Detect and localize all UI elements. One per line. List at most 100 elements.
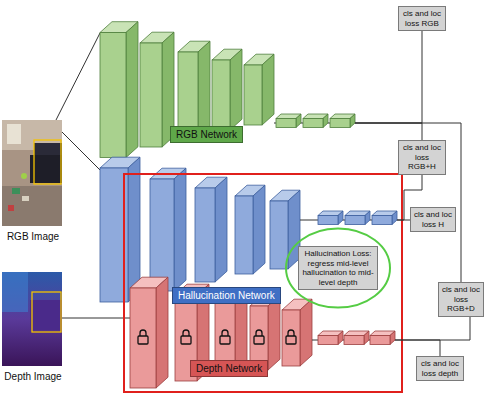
- conv-layer: [150, 168, 186, 291]
- fc-layer: [318, 331, 343, 345]
- image-caption: Depth Image: [2, 370, 64, 383]
- bounding-box: [34, 140, 61, 184]
- layer-side-face: [364, 331, 369, 345]
- hallucination-loss-box: Hallucination Loss: regress mid-level ha…: [298, 246, 378, 290]
- layer-side-face: [230, 49, 242, 130]
- photo-floor: [2, 186, 62, 226]
- conv-layer: [250, 295, 280, 370]
- layer-side-face: [338, 331, 343, 345]
- lock-shackle: [288, 330, 294, 336]
- layer-link: [300, 220, 318, 221]
- photo-sofa-back: [34, 143, 62, 157]
- layer-side-face: [296, 114, 301, 128]
- layer-front-face: [270, 201, 288, 269]
- loss-text: cls and loc loss RGB+H: [401, 143, 443, 172]
- layer-side-face: [126, 22, 138, 158]
- conv-layer: [244, 54, 274, 125]
- layer-side-face: [268, 295, 280, 370]
- layer-front-face: [244, 65, 262, 125]
- conv-layer: [212, 49, 242, 130]
- layer-front-face: [140, 43, 162, 147]
- loss-text: cls and loc loss RGB: [401, 9, 443, 28]
- layer-front-face: [330, 119, 350, 128]
- layer-side-face: [174, 168, 186, 291]
- input-line: [62, 132, 100, 170]
- layer-side-face: [198, 41, 210, 138]
- lock-icon: [181, 330, 191, 344]
- lock-icon: [254, 330, 264, 344]
- layer-side-face: [365, 211, 370, 225]
- conv-layer: [178, 41, 210, 138]
- layer-front-face: [212, 60, 230, 130]
- network-stack: [130, 277, 395, 388]
- input-line: [56, 33, 100, 120]
- lock-shackle: [222, 330, 228, 336]
- input-line: [62, 318, 130, 319]
- layer-side-face: [262, 54, 274, 125]
- layer-front-face: [150, 179, 174, 291]
- network-label: RGB Network: [170, 126, 243, 143]
- photo-sofa: [30, 155, 62, 183]
- layer-front-face: [235, 196, 253, 274]
- layer-front-face: [195, 188, 215, 282]
- depth-photo: [2, 272, 62, 366]
- layer-side-face: [338, 211, 343, 225]
- layer-front-face: [372, 216, 392, 225]
- loss-text: cls and loc loss depth: [419, 359, 461, 378]
- conv-layer: [100, 157, 140, 302]
- fc-layer: [345, 211, 370, 225]
- bounding-box: [32, 292, 61, 332]
- lock-shackle: [183, 330, 189, 336]
- loss-box: cls and loc loss depth: [416, 356, 464, 381]
- layer-front-face: [345, 216, 365, 225]
- network-block: Depth Network: [126, 308, 395, 390]
- layer-side-face: [156, 277, 168, 388]
- loss-text: cls and loc loss H: [413, 210, 453, 229]
- fc-layer: [370, 331, 395, 345]
- layer-side-face: [350, 114, 355, 128]
- lock-body: [181, 336, 191, 344]
- layer-side-face: [253, 185, 265, 274]
- layer-front-face: [318, 336, 338, 345]
- lock-body: [220, 336, 230, 344]
- connector: [395, 317, 470, 341]
- lock-shackle: [140, 330, 146, 336]
- network-stack: [100, 22, 355, 158]
- loss-text: Hallucination Loss: regress mid-level ha…: [301, 249, 375, 287]
- depth-map: [2, 272, 62, 366]
- layer-side-face: [300, 299, 312, 366]
- photo-wall: [2, 120, 62, 226]
- conv-layer: [282, 299, 312, 366]
- conv-layer: [195, 177, 227, 282]
- highlight-frame: [124, 174, 402, 392]
- loss-box: cls and loc loss RGB+D: [438, 282, 484, 317]
- conv-layer: [130, 277, 168, 388]
- lock-icon: [220, 330, 230, 344]
- network-label: Depth Network: [190, 360, 268, 377]
- layer-link: [312, 340, 318, 341]
- photo-clutter: [21, 173, 27, 179]
- lock-body: [286, 336, 296, 344]
- loss-box: cls and loc loss H: [410, 207, 456, 232]
- layer-front-face: [370, 336, 390, 345]
- layer-side-face: [392, 211, 397, 225]
- connector: [395, 340, 440, 356]
- photo-clutter: [22, 196, 29, 201]
- image-caption: RGB Image: [2, 230, 64, 243]
- layer-side-face: [390, 331, 395, 345]
- loss-box: cls and loc loss RGB+H: [398, 140, 446, 175]
- photo-window: [7, 124, 21, 144]
- layer-side-face: [215, 177, 227, 282]
- highlight-ellipse: [286, 228, 390, 307]
- photo-clutter: [8, 205, 14, 211]
- connector: [397, 220, 410, 221]
- network-block: RGB Network: [96, 14, 355, 158]
- layer-front-face: [276, 119, 296, 128]
- lock-body: [138, 336, 148, 344]
- layer-front-face: [100, 33, 126, 158]
- network-label: Hallucination Network: [172, 287, 281, 304]
- depth-region: [2, 272, 28, 312]
- fc-layer: [344, 331, 369, 345]
